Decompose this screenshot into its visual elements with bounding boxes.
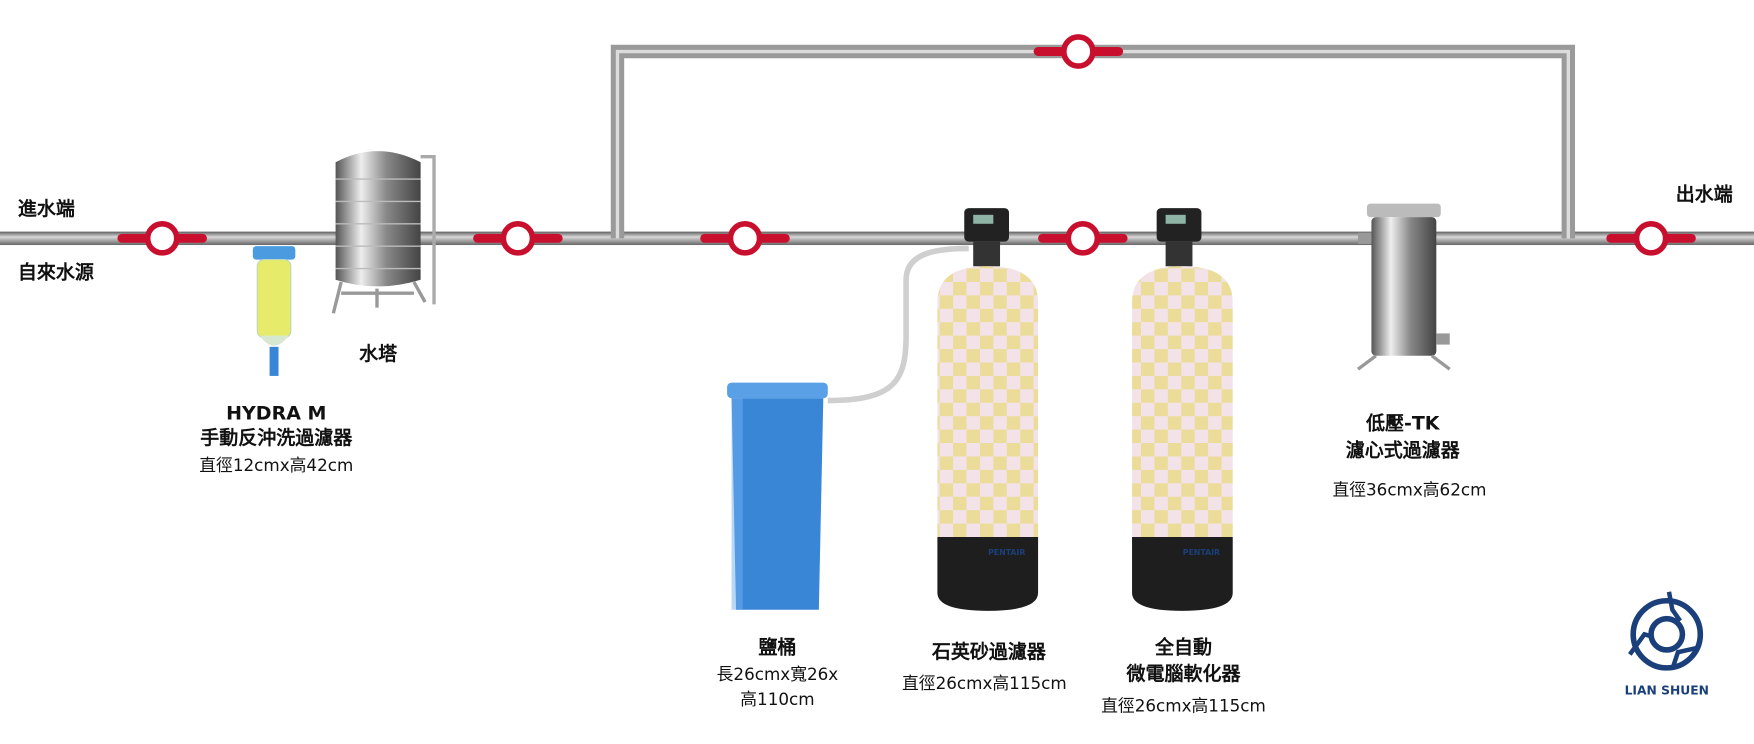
- lian-shuen-logo: LIAN SHUEN: [1625, 591, 1709, 698]
- tank-brand-label: PENTAIR: [988, 548, 1025, 557]
- tower-name: 水塔: [359, 342, 398, 365]
- main-pipe: [0, 231, 1754, 246]
- salt-size-1: 長26cmx寬26x: [717, 664, 839, 684]
- pipes: [0, 44, 1754, 404]
- tank-brand-label: PENTAIR: [1183, 548, 1220, 557]
- inlet-label: 進水端: [18, 197, 75, 220]
- valves: [117, 34, 1696, 256]
- softener-tank-icon: PENTAIR: [1132, 208, 1233, 611]
- softener-size: 直徑26cmx高115cm: [1101, 696, 1266, 716]
- bypass-valve-icon[interactable]: [1033, 34, 1124, 69]
- salt-name: 鹽桶: [758, 635, 796, 658]
- hydra-filter-icon: [252, 246, 296, 376]
- hydra-size: 直徑12cmx高42cm: [199, 455, 353, 475]
- softener-name-2: 微電腦軟化器: [1125, 662, 1241, 685]
- tk-name: 低壓-TK: [1365, 412, 1441, 435]
- tk-size: 直徑36cmx高62cm: [1332, 480, 1486, 500]
- salt-size-2: 高110cm: [740, 689, 814, 709]
- valve-icon[interactable]: [1038, 220, 1128, 256]
- valve-icon[interactable]: [473, 220, 563, 256]
- brine-hose: [827, 245, 969, 404]
- valve-icon[interactable]: [700, 220, 790, 256]
- quartz-name: 石英砂過濾器: [931, 640, 1047, 663]
- valve-icon[interactable]: [117, 220, 207, 256]
- outlet-label: 出水端: [1676, 182, 1733, 205]
- water-tower-icon: [331, 151, 436, 314]
- salt-tank-icon: [727, 382, 828, 610]
- hydra-name: HYDRA M: [226, 403, 326, 425]
- source-label: 自來水源: [18, 261, 94, 284]
- hydra-subtitle: 手動反沖洗過濾器: [200, 426, 353, 449]
- quartz-size: 直徑26cmx高115cm: [902, 673, 1067, 693]
- logo-text: LIAN SHUEN: [1625, 684, 1709, 698]
- tk-subtitle: 濾心式過濾器: [1346, 438, 1461, 461]
- valve-icon[interactable]: [1606, 220, 1696, 256]
- tk-filter-icon: [1357, 203, 1451, 371]
- softener-name-1: 全自動: [1154, 635, 1212, 658]
- quartz-filter-tank-icon: PENTAIR: [937, 208, 1039, 611]
